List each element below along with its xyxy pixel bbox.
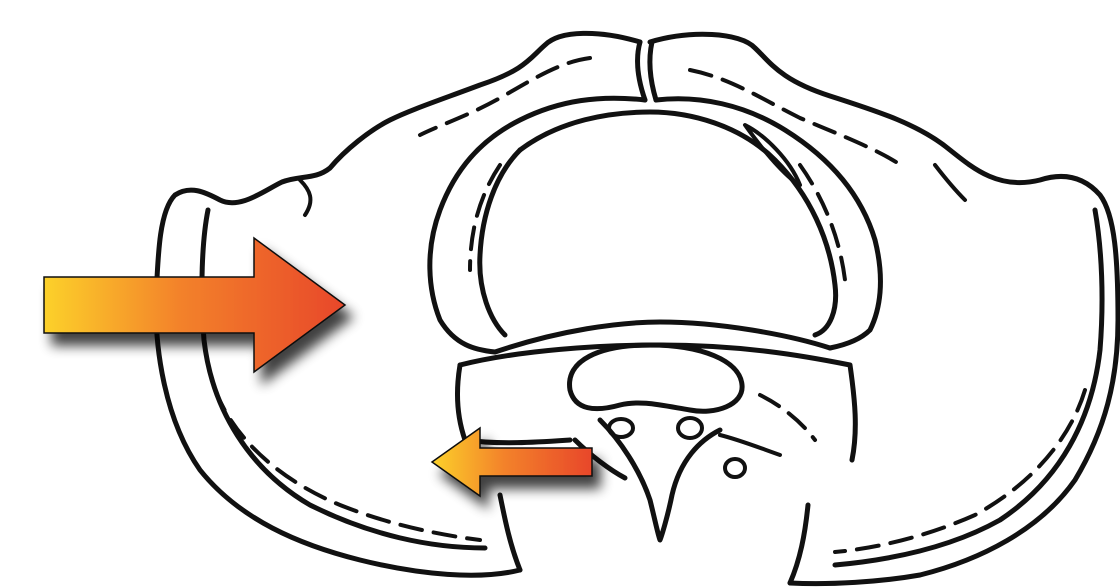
large-arrow bbox=[44, 238, 345, 372]
